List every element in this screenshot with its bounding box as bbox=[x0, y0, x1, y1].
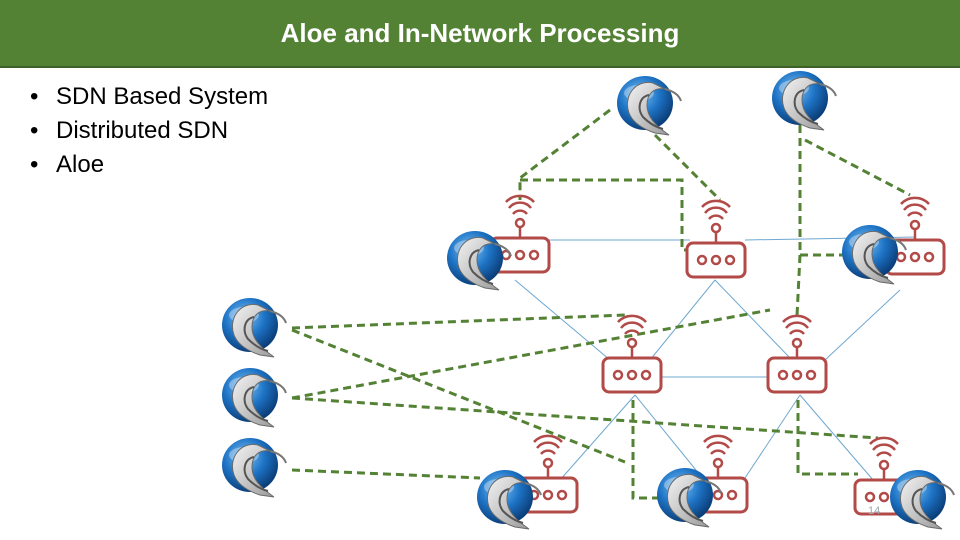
aloe-controller-icon bbox=[771, 70, 837, 131]
data-link bbox=[799, 394, 881, 489]
control-link bbox=[653, 133, 722, 202]
aloe-controller-icon bbox=[616, 75, 682, 136]
aloe-controller-icon bbox=[221, 297, 287, 358]
aloe-controller-icon bbox=[221, 437, 287, 498]
data-link bbox=[649, 279, 716, 361]
bullet-list: • SDN Based System • Distributed SDN • Aloe bbox=[30, 80, 268, 182]
router-icon-5 bbox=[766, 314, 828, 394]
control-links bbox=[291, 108, 911, 500]
control-link bbox=[795, 254, 802, 317]
control-link bbox=[804, 138, 911, 197]
data-link bbox=[714, 279, 791, 359]
bullet-text: SDN Based System bbox=[56, 83, 269, 110]
bullet-item: • Distributed SDN bbox=[30, 114, 268, 148]
bullet-dot: • bbox=[30, 151, 39, 178]
bullet-item: • Aloe bbox=[30, 148, 268, 182]
bullet-dot: • bbox=[30, 83, 39, 110]
slide-number: 14 bbox=[868, 505, 881, 517]
bullet-text: Aloe bbox=[56, 151, 105, 178]
router-icon-4 bbox=[601, 314, 663, 394]
control-link bbox=[291, 468, 481, 480]
aloe-controller-icon bbox=[221, 367, 287, 428]
control-link bbox=[291, 313, 626, 330]
data-link bbox=[514, 279, 611, 361]
control-link bbox=[291, 308, 771, 400]
bullet-dot: • bbox=[30, 117, 39, 144]
title-bar: Aloe and In-Network Processing bbox=[0, 0, 960, 68]
control-link bbox=[518, 108, 611, 200]
control-link bbox=[291, 396, 879, 440]
data-link bbox=[744, 394, 801, 479]
bullet-text: Distributed SDN bbox=[56, 117, 229, 144]
data-link bbox=[634, 394, 701, 476]
slide-title: Aloe and In-Network Processing bbox=[280, 17, 680, 48]
control-link bbox=[796, 400, 858, 476]
router-icon-2 bbox=[685, 199, 747, 279]
control-link bbox=[631, 400, 660, 500]
data-link bbox=[824, 289, 901, 361]
control-link bbox=[798, 125, 845, 257]
control-link bbox=[291, 328, 626, 464]
data-link bbox=[559, 394, 636, 481]
bullet-item: • SDN Based System bbox=[30, 80, 268, 114]
aloe-controller-icon bbox=[889, 469, 955, 530]
